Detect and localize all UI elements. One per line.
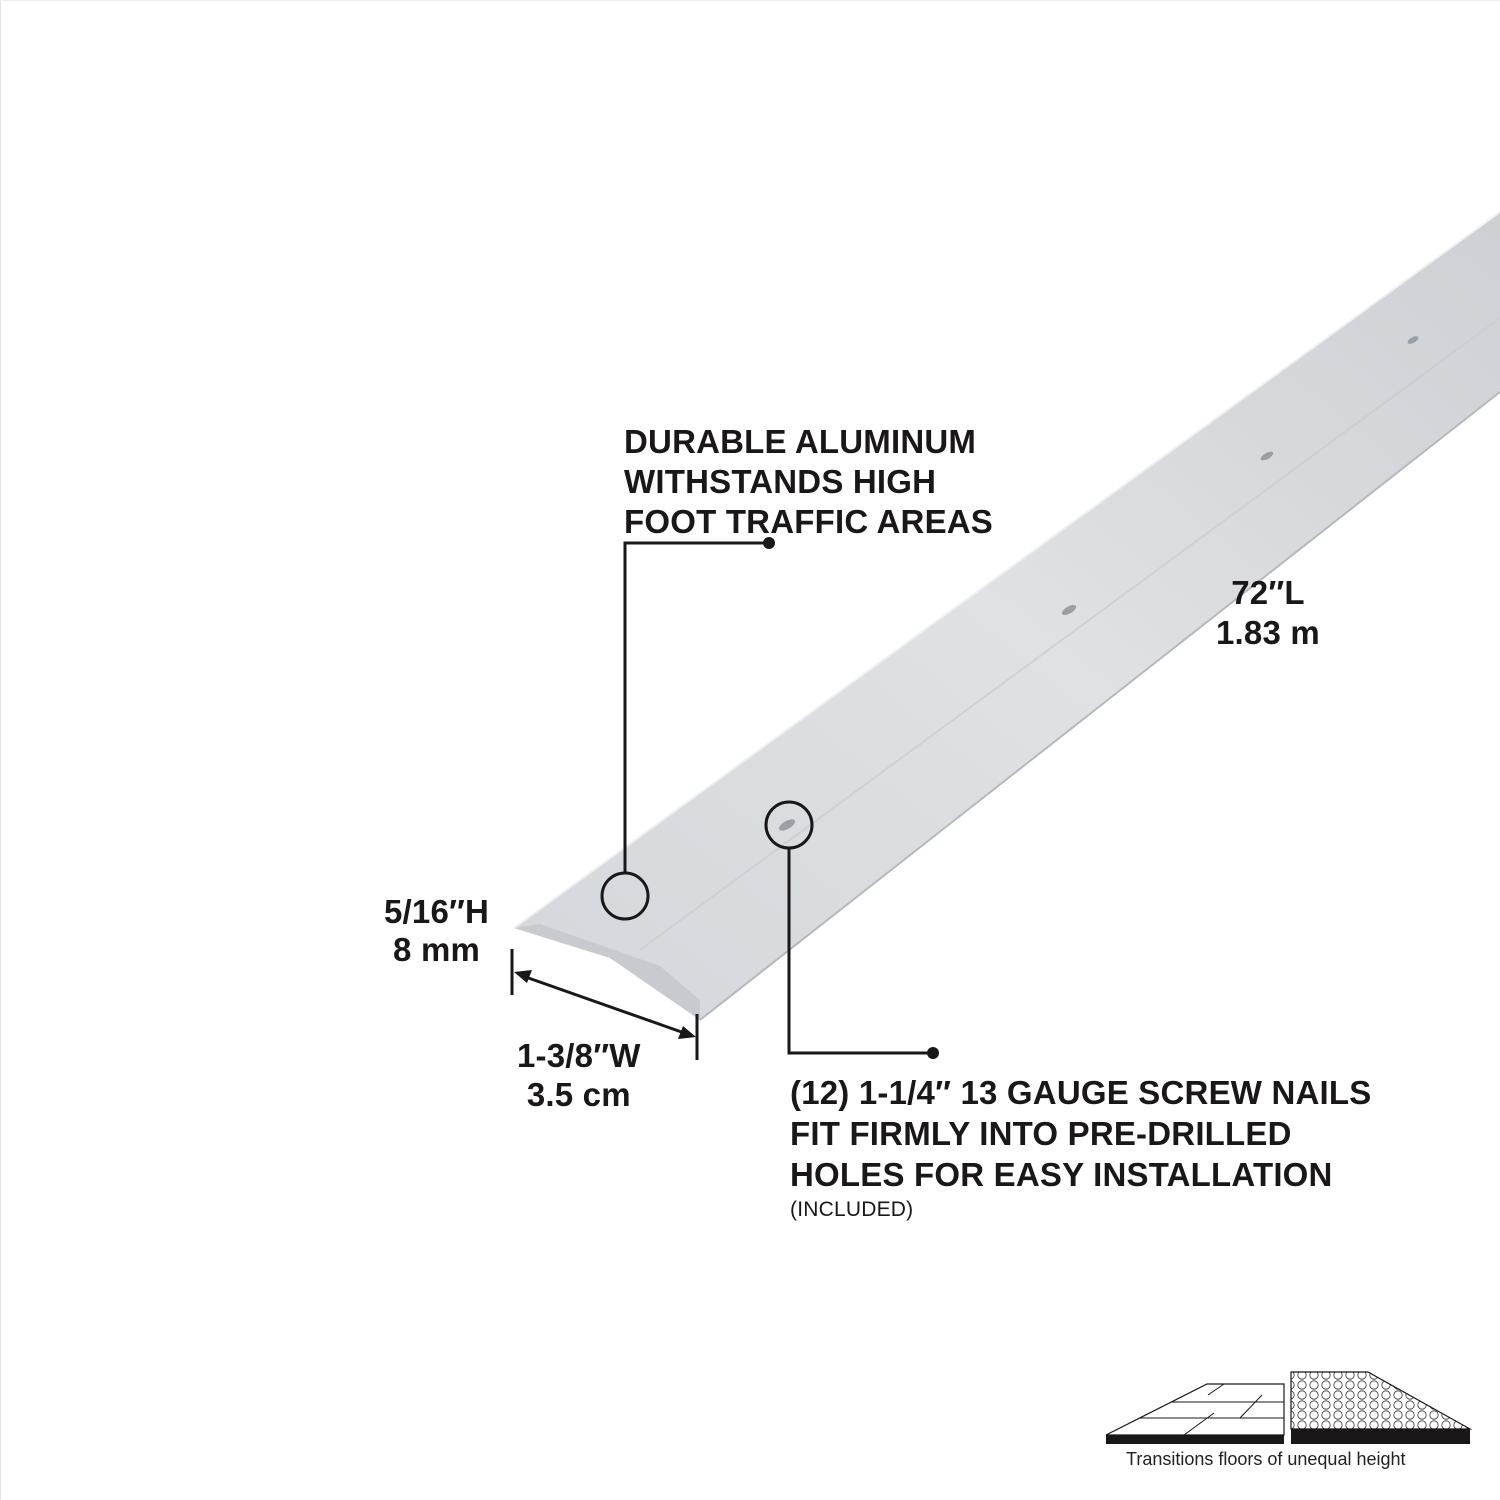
- callout-line: HOLES FOR EASY INSTALLATION: [790, 1156, 1333, 1193]
- aluminum-strip: [513, 211, 1500, 1021]
- durability-leader-line: [600, 541, 769, 921]
- hardware-callout: (12) 1-1/4″ 13 GAUGE SCREW NAILS FIT FIR…: [790, 1072, 1372, 1225]
- callout-line: DURABLE ALUMINUM: [624, 423, 977, 460]
- callout-line: FOOT TRAFFIC AREAS: [624, 503, 994, 540]
- transition-caption: Transitions floors of unequal height: [1126, 1449, 1406, 1469]
- screw-holes: [778, 336, 1419, 831]
- height-imperial: 5/16″H: [384, 893, 490, 930]
- callout-line: WITHSTANDS HIGH: [624, 463, 937, 500]
- height-dimension-label: 5/16″H 8 mm: [384, 893, 489, 969]
- screw-hole-icon: [1260, 451, 1274, 461]
- included-note: (INCLUDED): [790, 1198, 914, 1221]
- leader-dot-icon: [763, 537, 775, 549]
- height-metric: 8 mm: [393, 931, 481, 968]
- width-metric: 3.5 cm: [526, 1076, 631, 1113]
- screw-hole-icon: [778, 819, 796, 831]
- screw-hole-icon: [1407, 336, 1419, 344]
- durability-callout: DURABLE ALUMINUM WITHSTANDS HIGH FOOT TR…: [624, 422, 993, 542]
- leader-dot-icon: [927, 1047, 939, 1059]
- length-metric: 1.83 m: [1216, 614, 1320, 651]
- length-imperial: 72″L: [1231, 574, 1305, 611]
- floor-transition-diagram-icon: [1105, 1371, 1473, 1444]
- callout-line: (12) 1-1/4″ 13 GAUGE SCREW NAILS: [790, 1074, 1372, 1111]
- screw-hole-icon: [1061, 604, 1077, 616]
- width-dimension-label: 1-3/8″W 3.5 cm: [517, 1036, 641, 1114]
- width-imperial: 1-3/8″W: [517, 1037, 641, 1074]
- width-dimension-arrow: [510, 949, 699, 1060]
- callout-line: FIT FIRMLY INTO PRE-DRILLED: [790, 1115, 1292, 1152]
- hardware-leader-line: [764, 800, 933, 1055]
- length-dimension-label: 72″L 1.83 m: [1216, 573, 1320, 653]
